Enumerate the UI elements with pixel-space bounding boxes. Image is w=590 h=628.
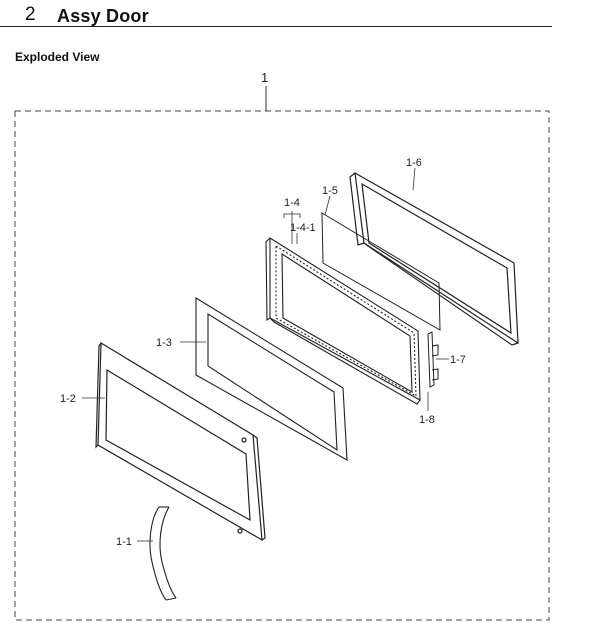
label-handle: 1-1 [116, 536, 132, 548]
assembly-boundary [14, 110, 550, 621]
label-door-frame: 1-4 [284, 197, 300, 209]
section-number: 2 [25, 4, 36, 25]
view-subheading: Exploded View [15, 50, 100, 64]
label-frame-sub: 1-4-1 [290, 222, 316, 234]
door-frame-part [265, 237, 421, 405]
screen-part [321, 212, 441, 331]
section-header: 2 Assy Door [0, 0, 552, 27]
label-choke-cover: 1-6 [406, 157, 422, 169]
leader-choke-cover [412, 167, 416, 191]
label-hinge-b: 1-8 [419, 414, 435, 426]
leader-screen [324, 195, 331, 216]
choke-cover-part [349, 171, 519, 346]
label-screen: 1-5 [322, 185, 338, 197]
door-front-part [95, 341, 266, 542]
label-door-front: 1-2 [60, 393, 76, 405]
section-title: Assy Door [57, 6, 149, 26]
label-hinge-a: 1-7 [450, 354, 466, 366]
hinge-part [427, 331, 439, 388]
label-assembly: 1 [261, 70, 268, 85]
glass-panel-part [195, 297, 348, 461]
handle-part [149, 506, 177, 601]
bracket-door-frame [283, 213, 301, 218]
label-glass-panel: 1-3 [156, 337, 172, 349]
